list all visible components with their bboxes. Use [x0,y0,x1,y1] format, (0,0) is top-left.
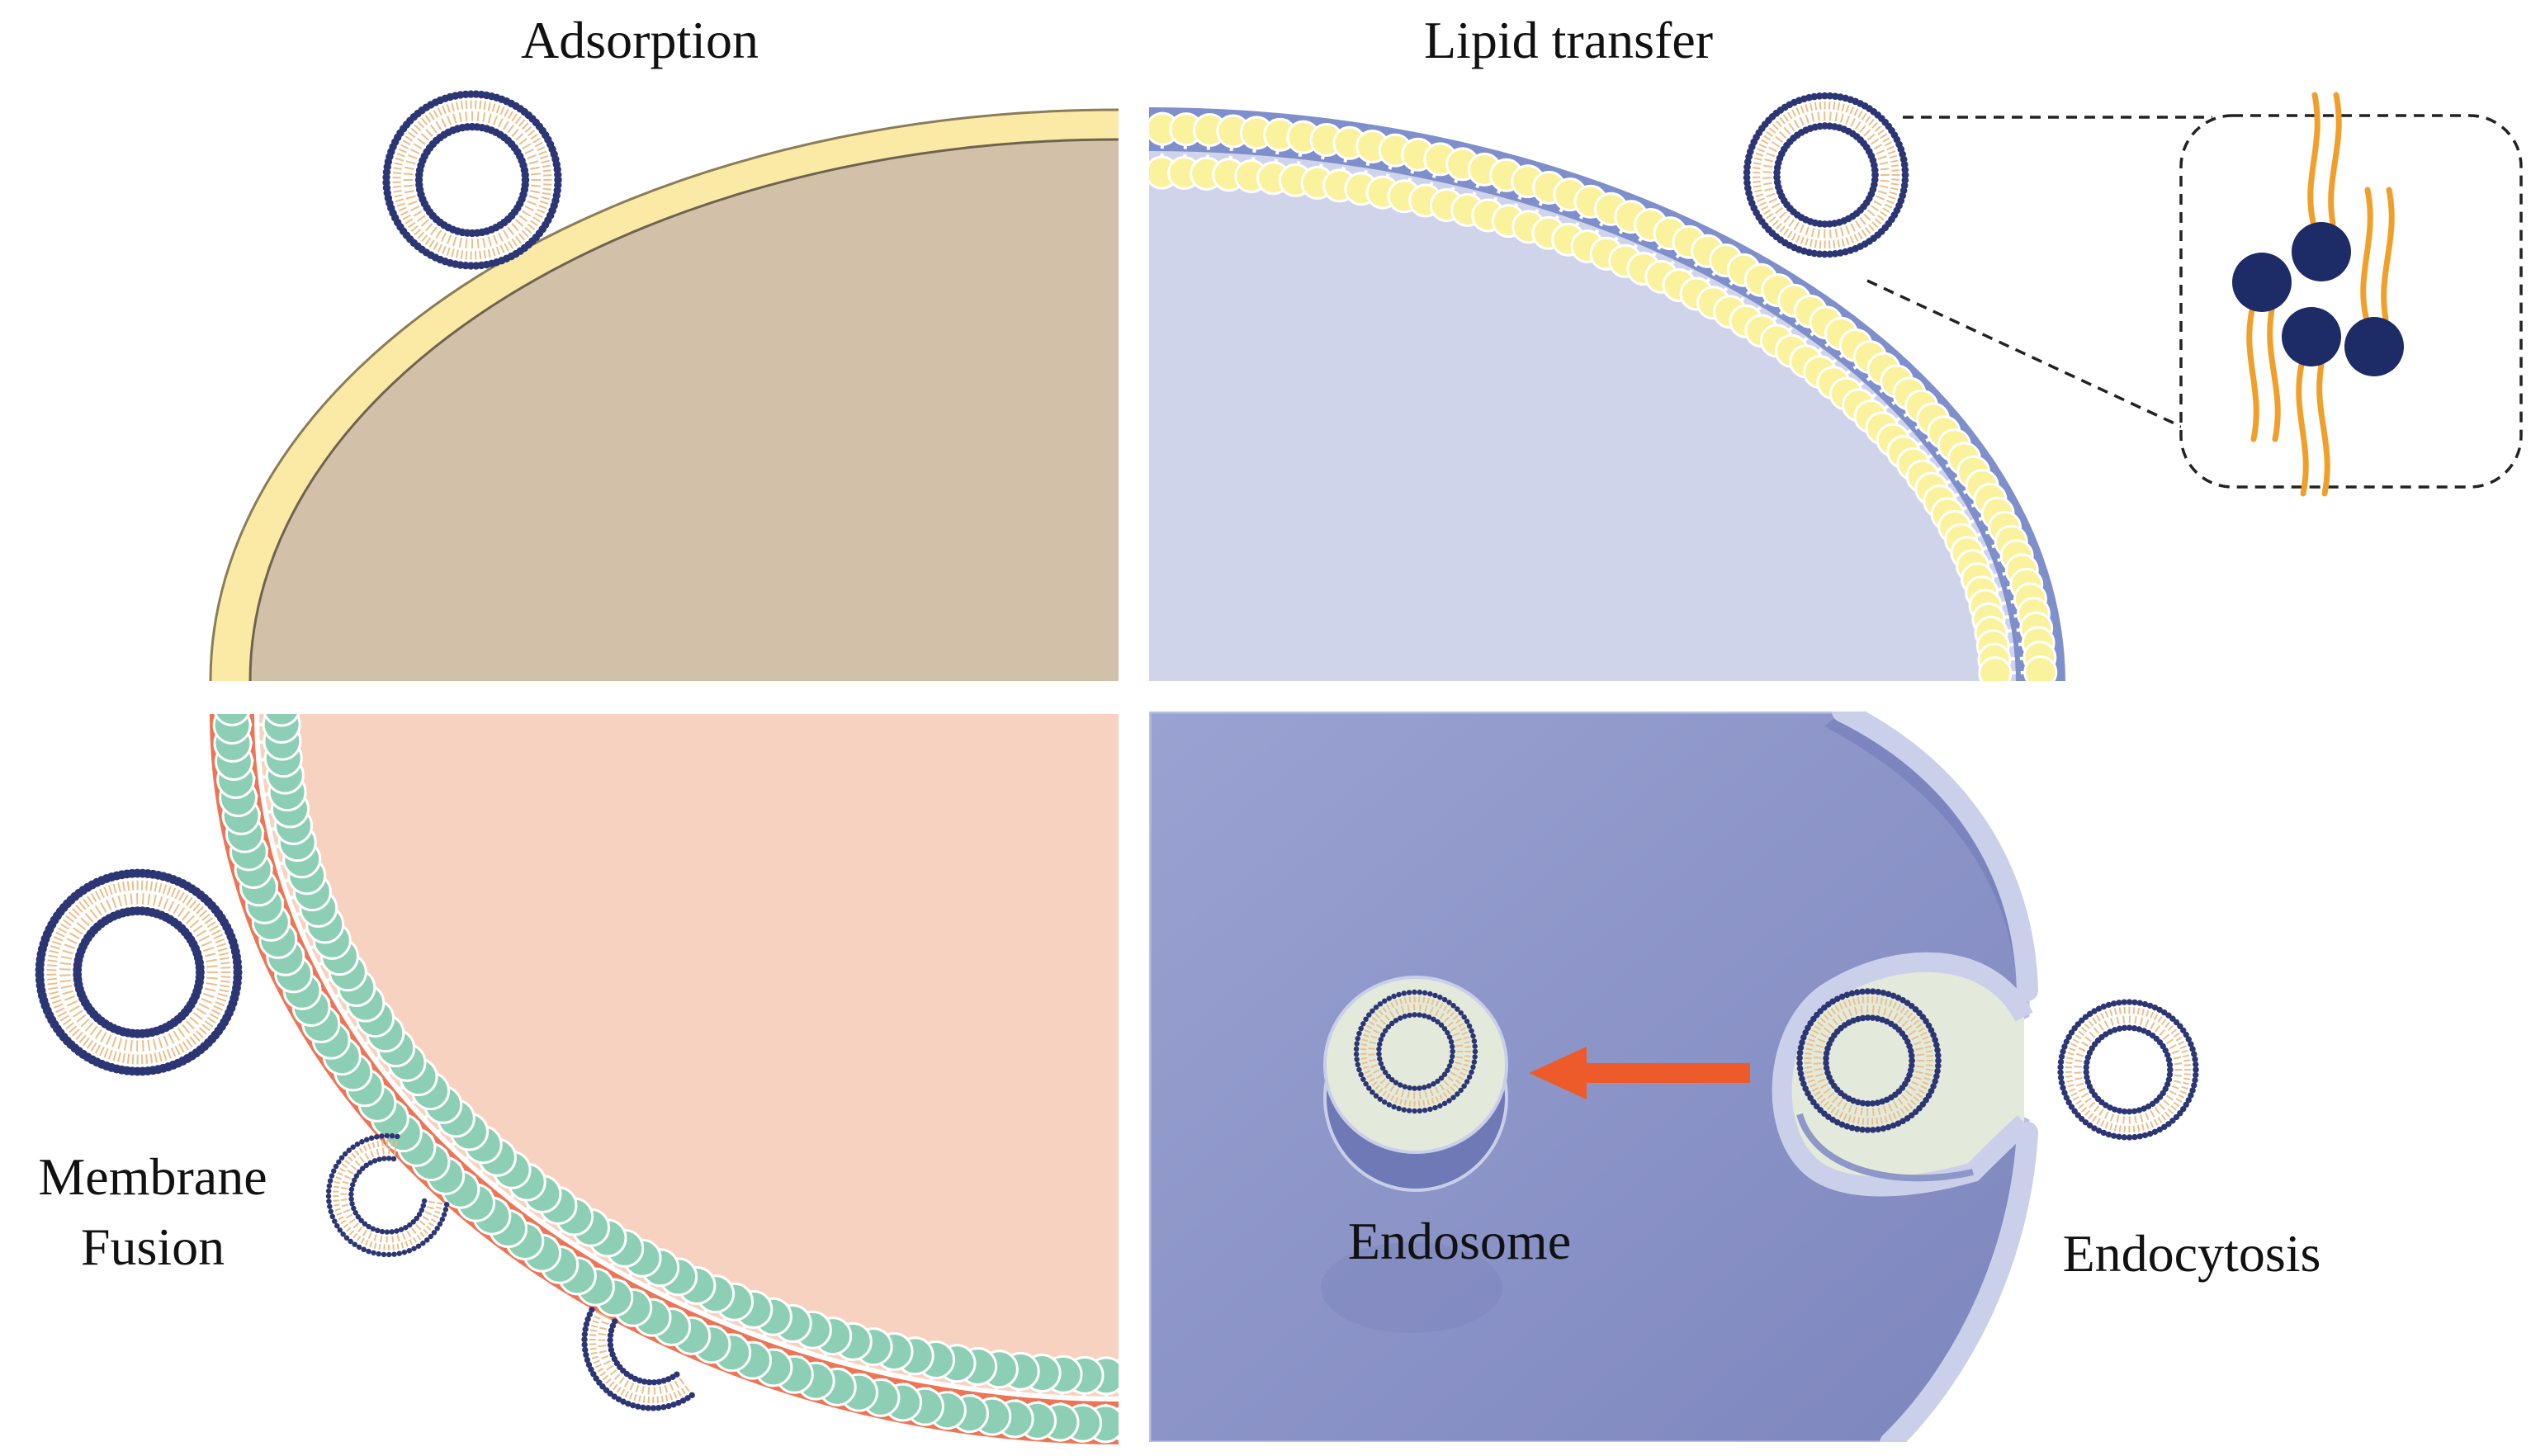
endosome [1323,976,1508,1154]
liposome [1353,989,1478,1114]
label-endosome: Endosome [1348,1212,1571,1270]
lipid-tail [2246,307,2259,442]
lipid-molecule-zoom-callout [1866,92,2523,497]
endocytosis-plasma-membrane [1832,711,2038,1442]
membrane-fusion-panel [205,714,1119,1449]
lipid-tail [2296,362,2309,497]
lipid-head [2282,307,2341,366]
lipid-molecule [2344,187,2404,376]
liposome [382,90,562,270]
lipid-head [2292,222,2351,281]
lipid-tail [2316,362,2330,497]
lipid-tail [2328,92,2342,227]
label-membrane: Membrane [38,1147,267,1206]
lipid-molecule [2232,253,2292,442]
lipid-molecules [2232,92,2404,497]
cytoplasm-shadow [1321,1242,1502,1333]
liposome [35,868,243,1076]
lipid-tail [2307,92,2320,225]
lipid-tail [2381,187,2395,322]
endocytic-pit-inner-rim [1796,1113,1974,1182]
fusion-cell-body [254,714,1119,1402]
adsorbed-liposome [382,90,562,270]
label-adsorption: Adsorption [521,11,759,69]
lipid-molecule [2292,92,2351,281]
liposome [1743,92,1909,258]
lipid-tail [2267,307,2281,442]
endocytosed-liposomes [1353,988,2199,1141]
callout-box [2179,114,2523,489]
endocytosis-arrow [1529,1047,1750,1099]
label-endocytosis: Endocytosis [2063,1224,2321,1283]
phospholipid-head [2023,655,2058,681]
liposome [325,1132,450,1258]
fusion-bilayer-heads [212,714,1119,1444]
phospholipid-head [1978,656,2013,681]
adsorption-panel [209,108,1119,681]
callout-leader-lines [1866,116,2212,435]
phospholipid-head [263,714,300,727]
liposome [581,1307,695,1411]
lipid-head [2232,253,2292,312]
fusing-liposomes [35,868,695,1411]
label-fusion: Fusion [81,1217,225,1276]
liposome [2057,999,2199,1141]
transferring-liposome [1743,92,1909,258]
lipid-tail [2360,187,2373,320]
endocytosis-panel [1149,711,2038,1442]
label-lipid-transfer: Lipid transfer [1424,11,1713,69]
endocytic-pit [1772,952,2033,1197]
adsorption-cell-body [248,138,1119,681]
lipid-molecule [2282,307,2341,497]
phospholipid-head [214,714,250,726]
liposome [1796,988,1942,1133]
lipid-head [2344,317,2404,376]
lipid-transfer-panel [1149,107,2065,681]
lipid-transfer-cell-body [1149,151,2016,681]
lipid-transfer-bilayer-heads [1149,111,2058,681]
